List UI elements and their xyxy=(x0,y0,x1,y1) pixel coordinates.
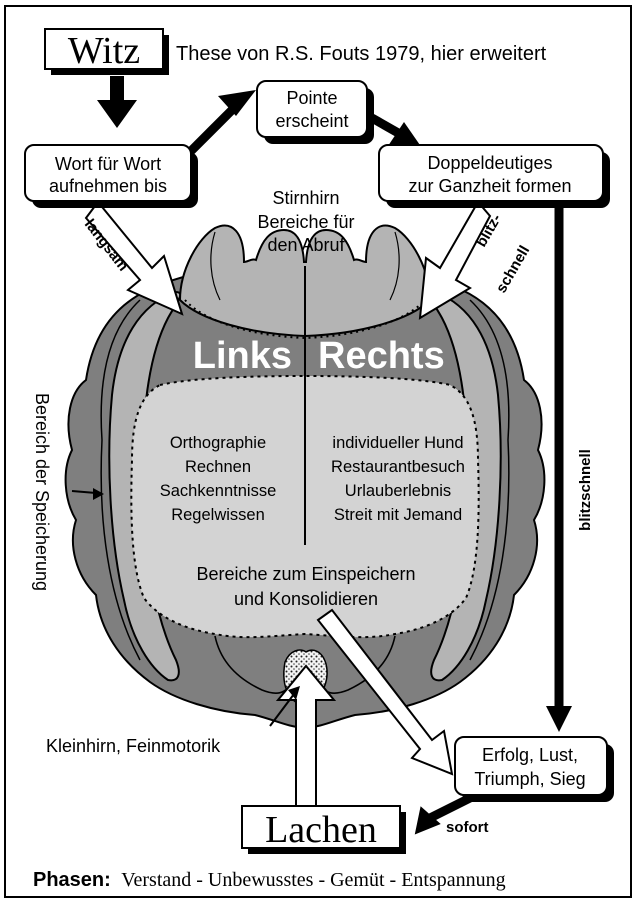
witz-title: Witz xyxy=(68,30,140,72)
center-line2: und Konsolidieren xyxy=(234,589,378,609)
box-doppel: Doppeldeutiges zur Ganzheit formen xyxy=(379,145,610,208)
box-witz: Witz xyxy=(45,29,169,75)
left-item: Orthographie xyxy=(170,434,266,452)
label-sofort: sofort xyxy=(446,819,489,836)
box-erfolg: Erfolg, Lust, Triumph, Sieg xyxy=(455,737,614,802)
box-pointe: Pointe erscheint xyxy=(257,81,374,144)
brain xyxy=(66,226,545,728)
label-speicherung: Bereich der Speicherung xyxy=(32,393,52,591)
wort-line2: aufnehmen bis xyxy=(49,176,167,196)
right-item: Streit mit Jemand xyxy=(334,506,462,524)
stirnhirn-line3: den Abruf xyxy=(267,235,345,255)
label-links: Links xyxy=(193,335,292,377)
label-kleinhirn: Kleinhirn, Feinmotorik xyxy=(46,736,221,756)
left-item: Sachkenntnisse xyxy=(160,482,277,500)
box-lachen: Lachen xyxy=(242,806,406,854)
footer-text: Verstand - Unbewusstes - Gemüt - Entspan… xyxy=(121,869,505,891)
stirnhirn-line1: Stirnhirn xyxy=(272,188,339,208)
pointe-line1: Pointe xyxy=(286,88,337,108)
box-wort: Wort für Wort aufnehmen bis xyxy=(25,145,198,208)
footer-label: Phasen: xyxy=(33,869,111,891)
doppel-line1: Doppeldeutiges xyxy=(427,153,552,173)
right-item: Restaurantbesuch xyxy=(331,458,465,476)
footer: Phasen: Verstand - Unbewusstes - Gemüt -… xyxy=(33,869,506,891)
right-item: individueller Hund xyxy=(332,434,463,452)
center-line1: Bereiche zum Einspeichern xyxy=(196,564,415,584)
erfolg-line1: Erfolg, Lust, xyxy=(482,745,578,765)
lachen-title: Lachen xyxy=(265,809,377,851)
subtitle: These von R.S. Fouts 1979, hier erweiter… xyxy=(176,43,547,65)
left-item: Rechnen xyxy=(185,458,251,476)
left-item: Regelwissen xyxy=(171,506,265,524)
label-blitzschnell: blitzschnell xyxy=(577,449,594,531)
doppel-line2: zur Ganzheit formen xyxy=(408,176,571,196)
pointe-line2: erscheint xyxy=(275,111,348,131)
label-rechts: Rechts xyxy=(318,335,445,377)
stirnhirn-line2: Bereiche für xyxy=(257,212,354,232)
wort-line1: Wort für Wort xyxy=(55,154,161,174)
erfolg-line2: Triumph, Sieg xyxy=(474,769,585,789)
right-item: Urlauberlebnis xyxy=(345,482,451,500)
